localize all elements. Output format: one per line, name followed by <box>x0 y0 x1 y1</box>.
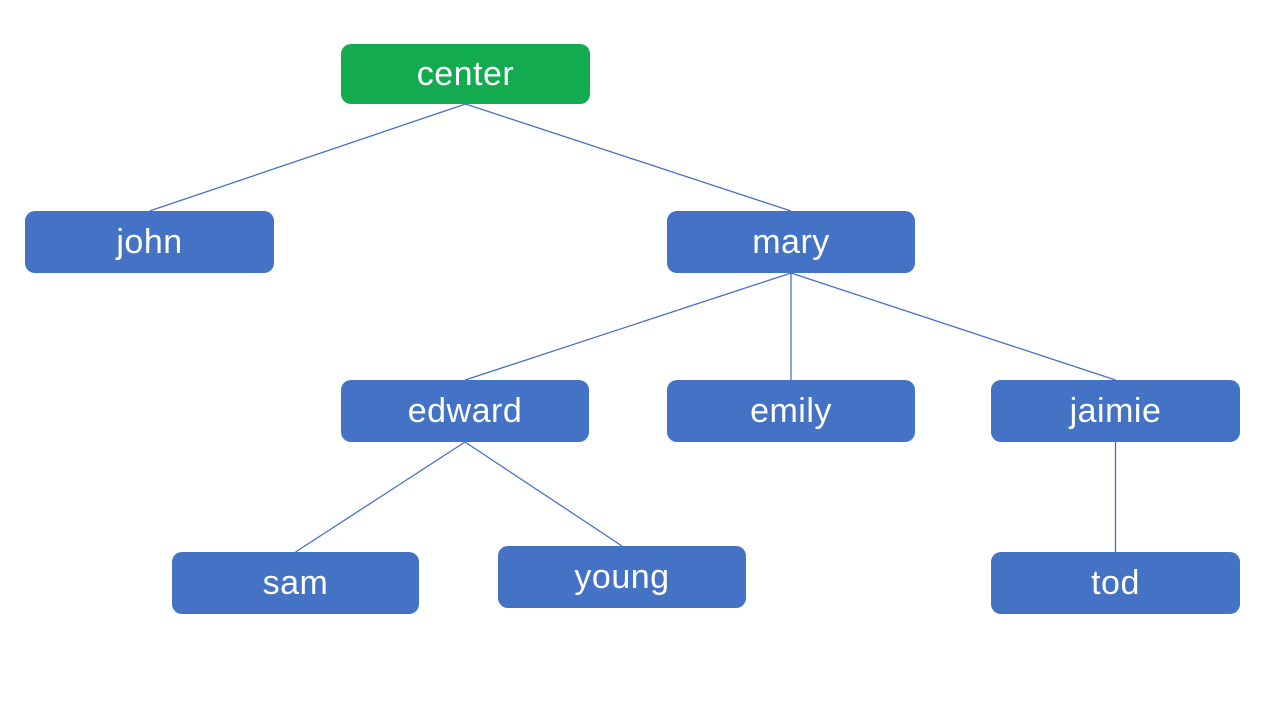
node-label: jaimie <box>1069 392 1162 430</box>
node-label: emily <box>750 392 832 430</box>
node-label: young <box>574 558 670 596</box>
node-edward: edward <box>341 380 589 442</box>
node-sam: sam <box>172 552 419 614</box>
node-label: mary <box>752 223 830 261</box>
node-center: center <box>341 44 590 104</box>
node-emily: emily <box>667 380 915 442</box>
edge-center-john <box>149 103 466 212</box>
node-jaimie: jaimie <box>991 380 1240 442</box>
node-young: young <box>498 546 746 608</box>
node-mary: mary <box>667 211 915 273</box>
node-label: center <box>416 55 515 93</box>
node-label: edward <box>407 392 523 430</box>
node-label: john <box>116 223 183 261</box>
node-tod: tod <box>991 552 1240 614</box>
edge-center-mary <box>465 103 792 212</box>
edge-edward-sam <box>295 441 466 553</box>
edge-edward-young <box>464 441 623 547</box>
edge-mary-edward <box>464 272 792 381</box>
edge-mary-jaimie <box>790 272 1116 381</box>
node-john: john <box>25 211 274 273</box>
node-label: tod <box>1091 564 1140 602</box>
node-label: sam <box>262 564 329 602</box>
